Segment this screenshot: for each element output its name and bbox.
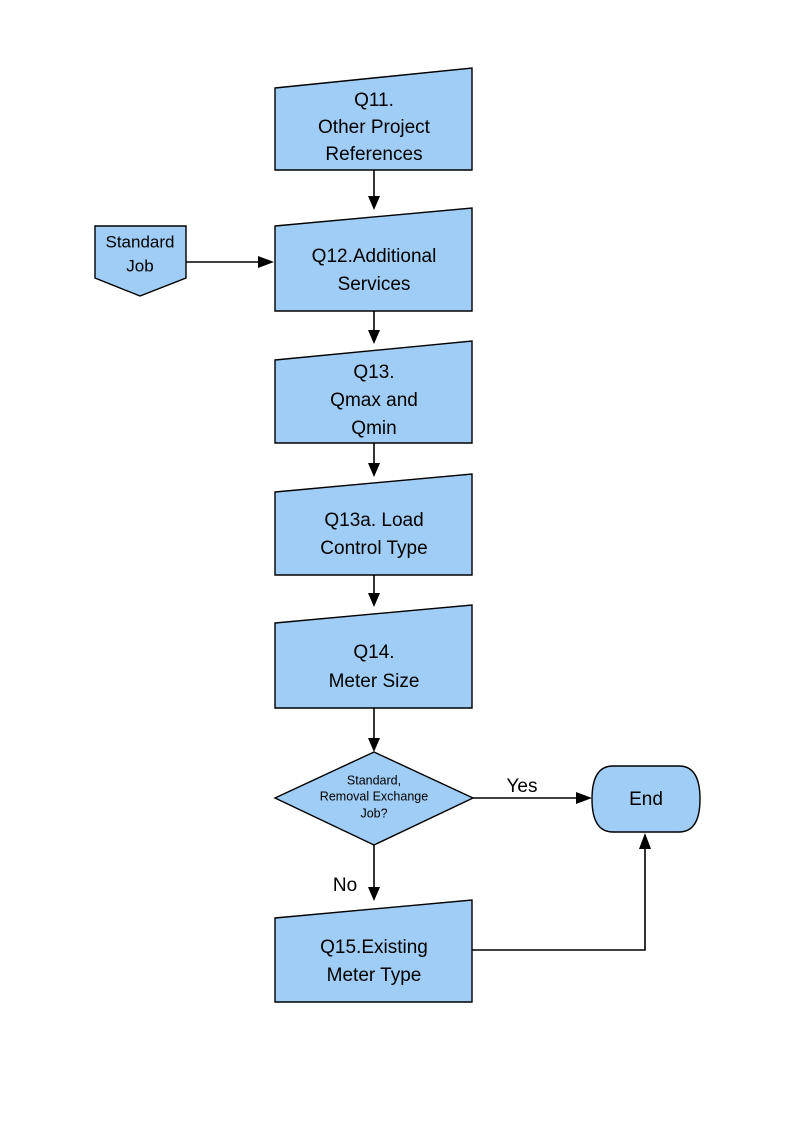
node-q15-line-0: Q15.Existing (320, 937, 428, 958)
edge-q11-to-q12 (368, 170, 380, 210)
edge-q15-to-end (472, 833, 651, 951)
edge-label-layer: Yes No (333, 776, 538, 896)
edge-standardjob-to-q12 (186, 256, 274, 268)
arrowhead (368, 463, 380, 477)
node-q12-line-1: Services (338, 274, 411, 295)
edge-line (472, 845, 646, 951)
node-q11-line-2: References (325, 144, 422, 165)
arrowhead (368, 196, 380, 210)
node-decision[interactable]: Standard, Removal Exchange Job? (273, 751, 475, 846)
node-standard-job-line-1: Job (126, 256, 153, 275)
node-q14-shape[interactable] (274, 604, 473, 709)
edge-q12-to-q13 (368, 311, 380, 344)
edge-q13a-to-q14 (368, 575, 380, 607)
node-q12-shape[interactable] (274, 207, 473, 312)
node-q11-shape[interactable] (274, 67, 473, 171)
node-q15-line-1: Meter Type (327, 965, 422, 986)
node-q14[interactable]: Q14. Meter Size (274, 604, 473, 709)
node-standard-job[interactable]: Standard Job (94, 225, 187, 297)
node-q13-line-1: Qmax and (330, 390, 418, 411)
arrowhead (258, 256, 274, 268)
node-end[interactable]: End (591, 765, 701, 833)
arrowhead (368, 593, 380, 607)
edge-q14-to-decision (368, 708, 380, 752)
node-standard-job-line-0: Standard (106, 232, 175, 251)
edge-decision-to-q15 (368, 845, 380, 901)
edge-label-yes: Yes (507, 776, 538, 797)
node-q13-line-0: Q13. (353, 362, 394, 383)
node-q15[interactable]: Q15.Existing Meter Type (274, 899, 473, 1003)
node-standard-job-shape[interactable] (94, 225, 187, 297)
edge-q13-to-q13a (368, 443, 380, 477)
node-q11-line-1: Other Project (318, 117, 431, 138)
arrowhead (368, 738, 380, 752)
node-q14-line-1: Meter Size (329, 671, 420, 692)
node-q13a[interactable]: Q13a. Load Control Type (274, 473, 473, 576)
arrowhead (576, 792, 592, 804)
node-q11-line-0: Q11. (354, 90, 394, 111)
node-q13-shape[interactable] (274, 340, 473, 444)
arrowhead (639, 833, 651, 849)
node-q15-shape[interactable] (274, 899, 473, 1003)
edge-label-no: No (333, 875, 357, 896)
node-decision-line-1: Removal Exchange (320, 789, 428, 803)
node-q13-line-2: Qmin (351, 418, 396, 439)
node-q14-line-0: Q14. (353, 642, 394, 663)
arrowhead (368, 887, 380, 901)
node-q13[interactable]: Q13. Qmax and Qmin (274, 340, 473, 444)
node-q11[interactable]: Q11. Other Project References (274, 67, 473, 171)
node-decision-shape[interactable] (273, 751, 475, 846)
connector-layer (186, 170, 651, 951)
node-q13a-line-1: Control Type (320, 538, 427, 559)
node-q12[interactable]: Q12.Additional Services (274, 207, 473, 312)
node-end-shape[interactable] (591, 765, 701, 833)
node-decision-line-0: Standard, (347, 773, 401, 787)
node-q12-line-0: Q12.Additional (312, 246, 437, 267)
arrowhead (368, 330, 380, 344)
node-decision-line-2: Job? (360, 806, 387, 820)
node-end-label: End (629, 789, 663, 810)
node-q13a-shape[interactable] (274, 473, 473, 576)
edge-decision-to-end (473, 792, 592, 804)
node-q13a-line-0: Q13a. Load (324, 510, 423, 531)
